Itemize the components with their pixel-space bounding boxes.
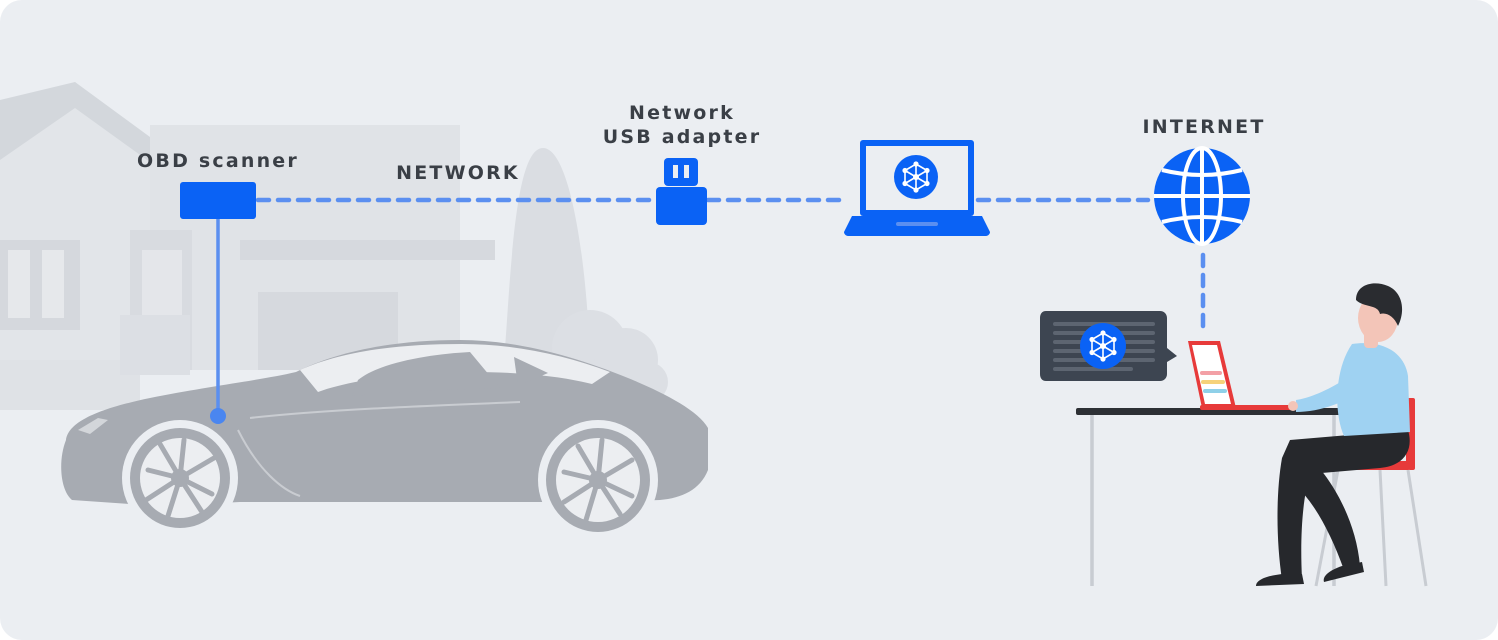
app-message-bubble — [1040, 311, 1177, 381]
workstation-illustration — [1076, 283, 1428, 587]
network-hub-icon — [894, 155, 938, 199]
network-label: NETWORK — [396, 162, 520, 184]
usb-adapter-icon — [656, 158, 707, 225]
house-illustration — [0, 82, 495, 410]
usb-adapter-label-line2: USB adapter — [602, 126, 762, 148]
obd-scanner-icon — [180, 182, 256, 219]
network-connection-lines — [210, 197, 1206, 424]
usb-adapter-label: Network USB adapter — [582, 101, 782, 149]
sports-car-illustration — [61, 340, 708, 540]
obd-scanner-label: OBD scanner — [137, 150, 299, 172]
internet-label: INTERNET — [1142, 116, 1266, 138]
laptop-icon — [844, 140, 990, 236]
usb-adapter-label-line1: Network — [629, 102, 735, 124]
globe-icon — [1154, 146, 1250, 246]
